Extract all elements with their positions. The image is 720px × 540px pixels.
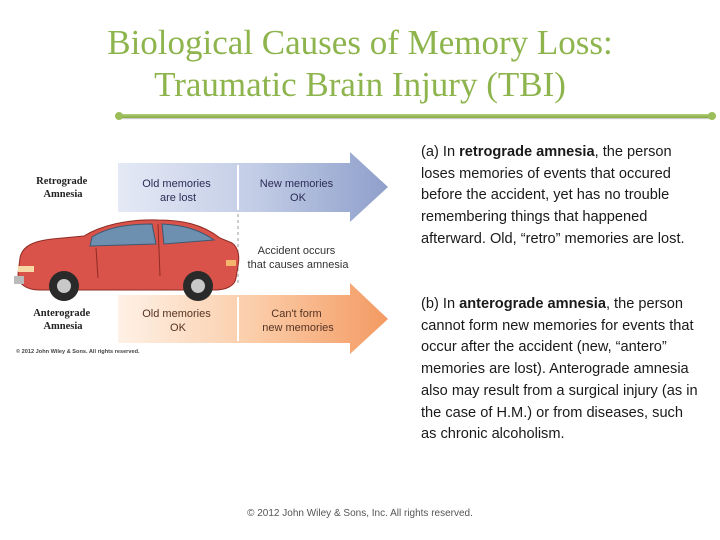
retrograde-description-prefix: (a) In — [421, 144, 460, 160]
anterograde-arrow — [118, 283, 388, 354]
slide-title-line-1: Biological Causes of Memory Loss: — [107, 23, 613, 62]
anterograde-right-line1: Can't form — [271, 308, 321, 320]
retrograde-description-body: , the person loses memories of events th… — [421, 144, 685, 247]
car-icon — [14, 219, 240, 301]
anterograde-description: (b) In anterograde amnesia, the person c… — [421, 294, 701, 446]
retrograde-label-line2: Amnesia — [43, 189, 83, 200]
anterograde-left-line1: Old memories — [142, 308, 211, 320]
retrograde-left-line2: are lost — [160, 192, 196, 204]
accident-label-line1: Accident occurs — [258, 245, 336, 257]
anterograde-right-line2: new memories — [262, 322, 334, 334]
retrograde-right-line2: OK — [290, 192, 307, 204]
anterograde-description-prefix: (b) In — [421, 296, 460, 312]
retrograde-right-line1: New memories — [260, 178, 334, 190]
svg-text:Accident occurs that cau: Accident occurs that causes amnesia — [248, 245, 350, 271]
svg-text:Retrograde Amnesia: Retrograde Amnesia — [36, 176, 90, 200]
svg-text:Old memories are lost: Old memories are lost — [142, 178, 214, 204]
title-divider — [115, 112, 716, 120]
retrograde-label-line1: Retrograde — [36, 176, 87, 187]
slide-title: Biological Causes of Memory Loss: Trauma… — [0, 22, 720, 106]
anterograde-term: anterograde amnesia — [459, 296, 606, 312]
slide-footer: © 2012 John Wiley & Sons, Inc. All right… — [247, 508, 473, 519]
retrograde-description: (a) In retrograde amnesia, the person lo… — [421, 142, 701, 251]
amnesia-figure: Retrograde Amnesia Old memories are lost… — [0, 140, 410, 370]
anterograde-label-line2: Amnesia — [43, 321, 83, 332]
svg-text:Can't form new memories: Can't form new memories — [262, 308, 334, 334]
svg-text:New memories OK: New memories OK — [260, 178, 336, 204]
slide-title-line-2: Traumatic Brain Injury (TBI) — [154, 65, 566, 104]
svg-text:Anterograde Amnesia: Anterograde Amnesia — [33, 308, 93, 332]
anterograde-label-line1: Anterograde — [33, 308, 90, 319]
retrograde-left-line1: Old memories — [142, 178, 211, 190]
anterograde-description-body: , the person cannot form new memories fo… — [421, 296, 698, 443]
retrograde-term: retrograde amnesia — [459, 144, 595, 160]
accident-label-line2: that causes amnesia — [248, 259, 350, 271]
anterograde-left-line2: OK — [170, 322, 187, 334]
svg-text:Old memories OK: Old memories OK — [142, 308, 214, 334]
retrograde-arrow — [118, 152, 388, 222]
figure-copyright: © 2012 John Wiley & Sons. All rights res… — [16, 348, 140, 355]
